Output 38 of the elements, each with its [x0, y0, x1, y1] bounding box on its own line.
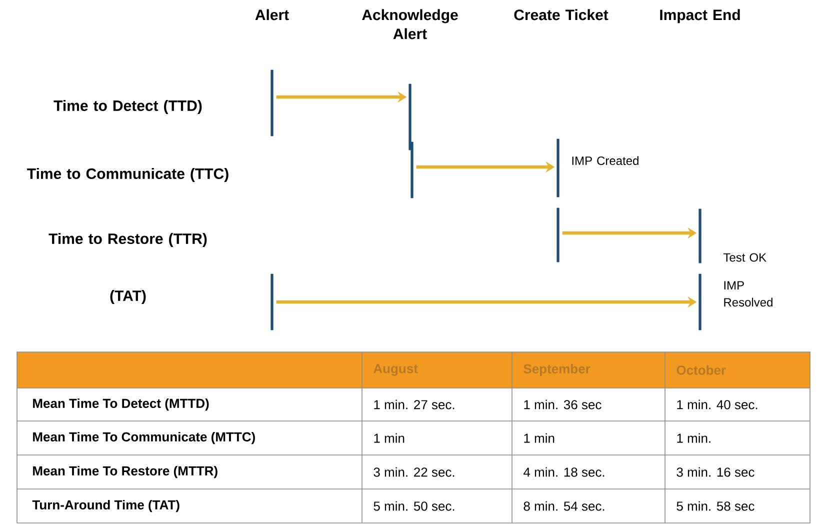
table-cell: Mean Time To Communicate (MTTC) [33, 432, 255, 444]
column-heading: Impact End [660, 9, 740, 24]
column-heading: Create Ticket [514, 9, 608, 20]
table-cell: 1 min. [677, 433, 710, 443]
row-label: Time to Detect (TTD) [54, 100, 202, 114]
table-cell: 1 min. 40 sec. [677, 400, 758, 410]
event-note: Test OK [723, 253, 766, 262]
table-cell: 1 min [374, 433, 404, 443]
table-header-cell: October [676, 365, 726, 375]
column-heading: Acknowledge Alert [362, 9, 458, 40]
table-cell: 3 min. 22 sec. [374, 467, 454, 477]
tick-bar [270, 274, 274, 330]
column-heading: Alert [255, 9, 289, 20]
table-cell: 1 min. 36 sec [524, 400, 602, 410]
table-cell: Mean Time To Restore (MTTR) [33, 466, 218, 478]
tick-bar [556, 138, 560, 198]
table-header-cell: August [374, 364, 418, 376]
table-cell: Mean Time To Detect (MTTD) [33, 398, 209, 411]
event-note: IMP Resolved [724, 281, 772, 307]
table-cell: 4 min. 18 sec. [524, 467, 604, 477]
row-label: Time to Communicate (TTC) [27, 168, 228, 182]
row-label: (TAT) [110, 290, 146, 304]
table-cell: 3 min. 16 sec [676, 467, 754, 477]
row-label: Time to Restore (TTR) [48, 233, 207, 247]
table-cell: 5 min. 50 sec. [374, 501, 454, 511]
table-header-cell: September [524, 364, 590, 376]
tick-bar [698, 274, 702, 330]
tick-bar [698, 208, 702, 264]
tick-bar [270, 70, 274, 136]
table-cell: 1 min. 27 sec. [374, 400, 454, 410]
event-note: IMP Created [572, 156, 638, 165]
tick-bar [556, 208, 560, 262]
table-cell: Turn-Around Time (TAT) [32, 500, 180, 512]
tick-bar [410, 142, 414, 198]
table-cell: 1 min [524, 433, 554, 443]
table-cell: 8 min. 54 sec. [524, 501, 604, 511]
tick-bar [408, 84, 412, 150]
table-cell: 5 min. 58 sec [676, 501, 754, 511]
